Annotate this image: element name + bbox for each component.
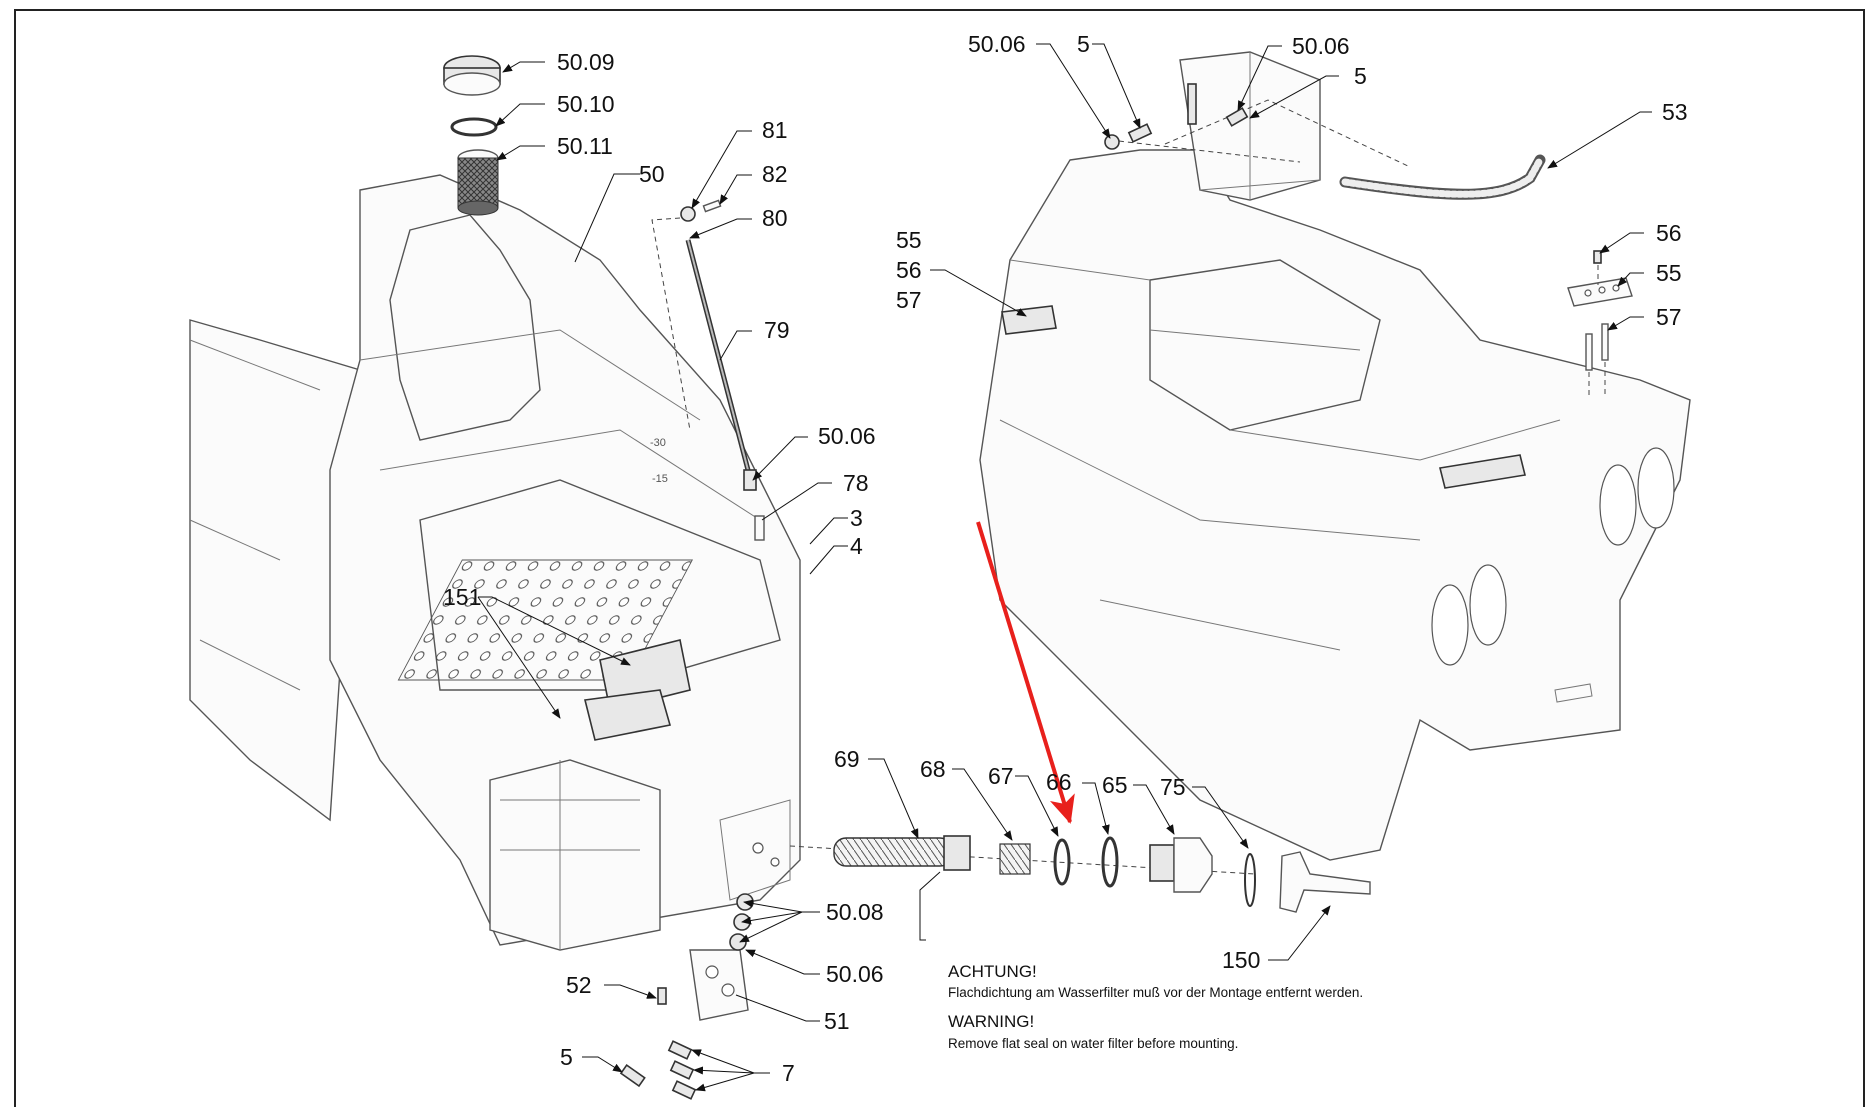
callout-75: 75 xyxy=(1160,774,1186,800)
callout-82: 82 xyxy=(762,161,788,187)
callout-5-vent: 5 xyxy=(1077,31,1090,57)
filter-housing-cap xyxy=(1149,837,1213,893)
callout-66: 66 xyxy=(1046,769,1072,795)
callout-50-10: 50.10 xyxy=(557,91,615,117)
callout-50-06-block: 50.06 xyxy=(826,961,884,987)
callout-4: 4 xyxy=(850,533,863,559)
tank-scale-mark-15: -15 xyxy=(652,473,668,485)
filler-seal-ring xyxy=(450,117,498,137)
callout-50-06-vent: 50.06 xyxy=(968,31,1026,57)
callout-78: 78 xyxy=(843,470,869,496)
callout-50-06-rod: 50.06 xyxy=(818,423,876,449)
water-filter-cartridge xyxy=(833,835,971,871)
callout-50-11: 50.11 xyxy=(557,133,613,159)
o-ring-65 xyxy=(1101,836,1119,888)
right-water-tank xyxy=(979,51,1691,861)
tank-scale-mark-30: -30 xyxy=(650,437,666,449)
filler-cap xyxy=(443,55,501,96)
callout-79: 79 xyxy=(764,317,790,343)
mounting-warning-note: ACHTUNG! Flachdichtung am Wasserfilter m… xyxy=(948,962,1363,1051)
callout-68: 68 xyxy=(920,756,946,782)
pin-57-right-b xyxy=(1601,323,1609,361)
callout-3: 3 xyxy=(850,505,863,531)
callout-53: 53 xyxy=(1662,99,1688,125)
callout-5-top: 5 xyxy=(1354,63,1367,89)
callout-150: 150 xyxy=(1222,947,1260,973)
leader-lines xyxy=(477,43,1652,1092)
filler-strainer xyxy=(457,149,499,216)
retainer-plate-55-right xyxy=(1567,277,1633,307)
level-sensor-rod xyxy=(680,199,765,541)
left-water-tank: -30 -15 xyxy=(189,174,801,951)
callout-labels: 50.09 50.10 50.11 50 81 82 80 79 50.06 7… xyxy=(443,31,1688,1086)
callout-50-08: 50.08 xyxy=(826,899,884,925)
drawing-frame xyxy=(14,9,1865,1107)
callout-55-left: 55 xyxy=(896,227,922,253)
callout-65: 65 xyxy=(1102,772,1128,798)
callout-50: 50 xyxy=(639,161,665,187)
highlight-arrow xyxy=(976,521,1075,824)
callout-81: 81 xyxy=(762,117,788,143)
callout-50-09: 50.09 xyxy=(557,49,615,75)
callout-55-right: 55 xyxy=(1656,260,1682,286)
warning-title-de: ACHTUNG! xyxy=(948,962,1037,981)
retaining-clip xyxy=(1244,853,1256,907)
warning-title-en: WARNING! xyxy=(948,1012,1034,1031)
warning-text-en: Remove flat seal on water filter before … xyxy=(948,1036,1238,1051)
callout-50-06-top: 50.06 xyxy=(1292,33,1350,59)
warning-text-de: Flachdichtung am Wasserfilter muß vor de… xyxy=(948,985,1363,1000)
callout-69: 69 xyxy=(834,746,860,772)
callout-51: 51 xyxy=(824,1008,850,1034)
callout-57-left: 57 xyxy=(896,287,922,313)
vent-fitting xyxy=(1104,134,1120,150)
callout-67: 67 xyxy=(988,763,1014,789)
callout-5-left: 5 xyxy=(560,1044,573,1070)
callout-52: 52 xyxy=(566,972,592,998)
callout-7: 7 xyxy=(782,1060,795,1086)
pin-57-right-a xyxy=(1585,333,1593,371)
o-ring-67 xyxy=(1053,838,1071,886)
callout-151: 151 xyxy=(443,584,481,610)
filter-spring xyxy=(999,843,1031,875)
pin-56-right xyxy=(1593,250,1602,264)
callout-80: 80 xyxy=(762,205,788,231)
filter-wrench-tool xyxy=(1279,851,1371,913)
callout-56-right: 56 xyxy=(1656,220,1682,246)
callout-57-right: 57 xyxy=(1656,304,1682,330)
callout-56-left: 56 xyxy=(896,257,922,283)
